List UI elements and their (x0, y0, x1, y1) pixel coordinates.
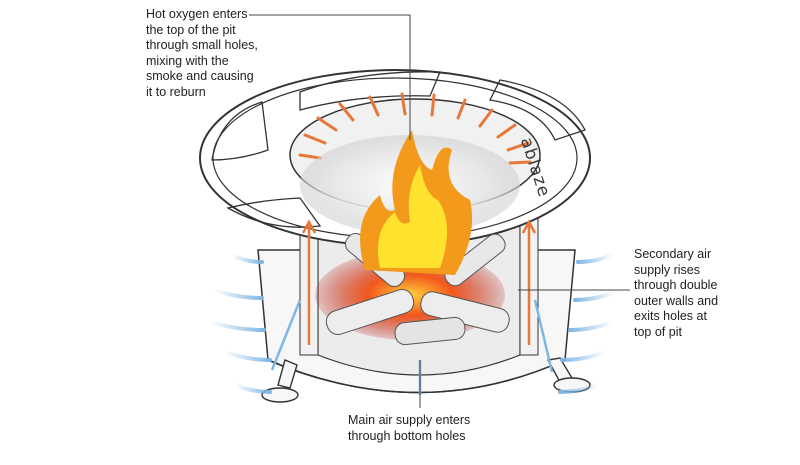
flame (360, 130, 473, 275)
top-vent-arrows (298, 92, 532, 165)
wall-air-arrows (301, 219, 537, 345)
callout-secondary-air: Secondary air supply rises through doubl… (634, 247, 719, 339)
incoming-air-right (558, 253, 617, 394)
callout-main-air: Main air supply enters through bottom ho… (348, 413, 471, 443)
incoming-air-left (208, 253, 272, 394)
leader-lines (249, 14, 630, 408)
callout-top-oxygen: Hot oxygen enters the top of the pit thr… (146, 7, 258, 99)
